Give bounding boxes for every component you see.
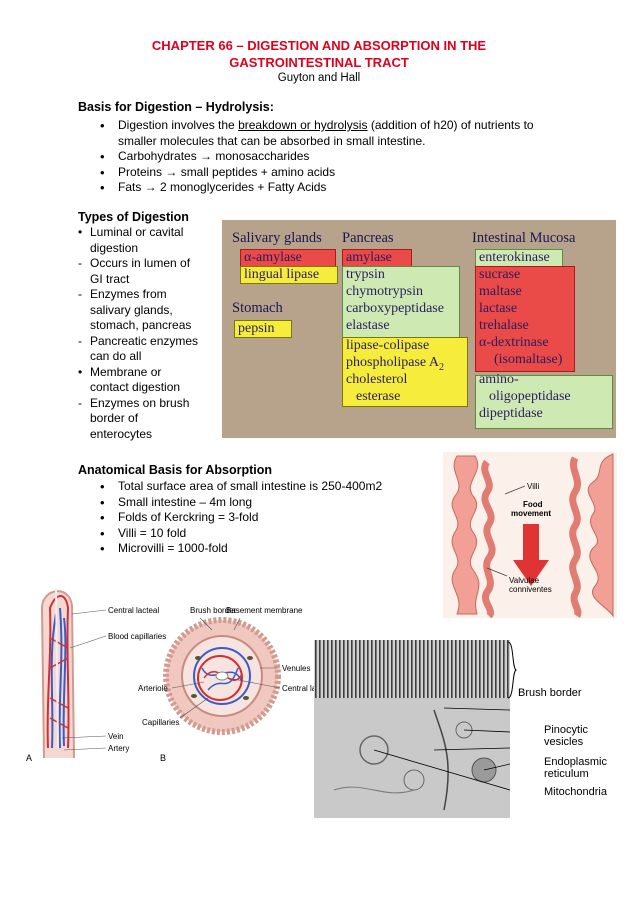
figure-b-label: B [160,753,167,763]
venules-label: Venules [282,664,311,673]
basement-membrane-label: Basement membrane [226,606,303,615]
enzyme-label: α-dextrinase [479,335,549,350]
micrograph-texture [314,640,510,818]
blood-capillaries-label: Blood capillaries [108,632,167,641]
anatomical-item: Microvilli = 1000-fold [78,541,438,557]
vesicles-label: vesicles [544,736,584,748]
enzyme-label: dipeptidase [479,406,543,421]
pancreas-header: Pancreas [342,230,394,246]
enzyme-label: lipase-colipase [346,338,430,353]
arteriole-label: Arteriole [138,684,168,693]
mucosa-peptidase-box [475,375,613,429]
enzyme-label: trehalase [479,318,529,333]
lingual-lipase-box [240,266,338,284]
basis-list: Digestion involves the breakdown or hydr… [78,118,598,196]
basis-item: Proteins → small peptides + amino acids [78,165,598,181]
mucosa-carbohydrase-box [475,266,575,372]
enzyme-label: cholesterol [346,372,408,387]
stomach-header: Stomach [232,300,283,316]
enzyme-label: carboxypeptidase [346,301,444,316]
enzyme-label: lingual lipase [244,267,320,282]
micro-brush-border-label: Brush border [518,687,582,699]
pepsin-box [234,320,292,338]
anatomical-list: Total surface area of small intestine is… [78,479,438,557]
enzyme-label: trypsin [346,267,385,282]
enzyme-label: elastase [346,318,390,333]
enzyme-label: phospholipase A2 [346,355,444,373]
salivary-header: Salivary glands [232,230,322,246]
authors: Guyton and Hall [277,72,361,84]
enzyme-table: Salivary glands Stomach Pancreas Intesti… [222,220,616,438]
anatomical-item: Folds of Kerckring = 3-fold [78,510,438,526]
vein-label: Vein [108,732,124,741]
anatomical-item: Total surface area of small intestine is… [78,479,438,495]
enzyme-label: amino- [479,372,519,387]
enzyme-label: chymotrypsin [346,284,423,299]
villus-illustration [40,587,281,759]
enzyme-label: sucrase [479,267,521,282]
basis-heading: Basis for Digestion – Hydrolysis: [78,100,274,114]
enzyme-label: enterokinase [479,250,550,265]
page-title-line2: GASTROINTESTINAL TRACT [229,55,409,70]
basis-item: Digestion involves the breakdown or hydr… [78,118,598,149]
pancreas-lipase-box [342,337,468,407]
valvulae-label: Valvulae [509,576,540,585]
micrograph-image [314,640,510,818]
enzyme-label: lactase [479,301,518,316]
villus-figure: Central lacteal Blood capillaries Vein A… [22,578,333,766]
mitochondria-label: Mitochondria [544,786,607,798]
enzyme-label: amylase [346,250,392,265]
enzyme-label: α-amylase [244,250,302,265]
brush-border-label: Brush border [190,606,237,615]
er-label: Endoplasmic [544,756,607,768]
artery-label: Artery [108,744,130,753]
enzyme-label: oligopeptidase [489,389,571,404]
pancreas-protease-box [342,266,460,338]
anatomical-item: Villi = 10 fold [78,526,438,542]
enzyme-label: maltase [479,284,522,299]
movement-label: movement [511,509,552,518]
central-lacteal-label: Central lacteal [108,606,160,615]
enzyme-label: esterase [356,389,401,404]
figure-a-label: A [26,753,33,763]
page-title-line1: CHAPTER 66 – DIGESTION AND ABSORPTION IN… [151,38,487,53]
enzyme-label: (isomaltase) [494,352,563,367]
basis-item: Carbohydrates → monosaccharides [78,149,598,165]
capillaries-label: Capillaries [142,718,180,727]
intestinal-fold-figure: Villi Food movement Valvulae conniventes [443,452,617,619]
anatomical-heading: Anatomical Basis for Absorption [78,463,273,477]
types-heading: Types of Digestion [78,210,189,224]
types-list: Luminal or cavital digestion Occurs in l… [78,225,228,442]
hydrolysis-link: breakdown or hydrolysis [238,118,368,132]
intestinal-fold-illustration [451,453,614,619]
central-lacteal-b-label: Central lacteal [282,684,334,693]
reticulum-label: reticulum [544,768,589,780]
mucosa-header: Intestinal Mucosa [472,230,576,246]
pinocytic-label: Pinocytic [544,724,589,736]
anatomical-item: Small intestine – 4m long [78,495,438,511]
food-label: Food [523,500,543,509]
villi-label: Villi [527,482,540,491]
brush-border-bracket [507,641,518,699]
enzyme-label: pepsin [238,321,275,336]
conniventes-label: conniventes [509,585,552,594]
basis-item: Fats → 2 monoglycerides + Fatty Acids [78,180,598,196]
